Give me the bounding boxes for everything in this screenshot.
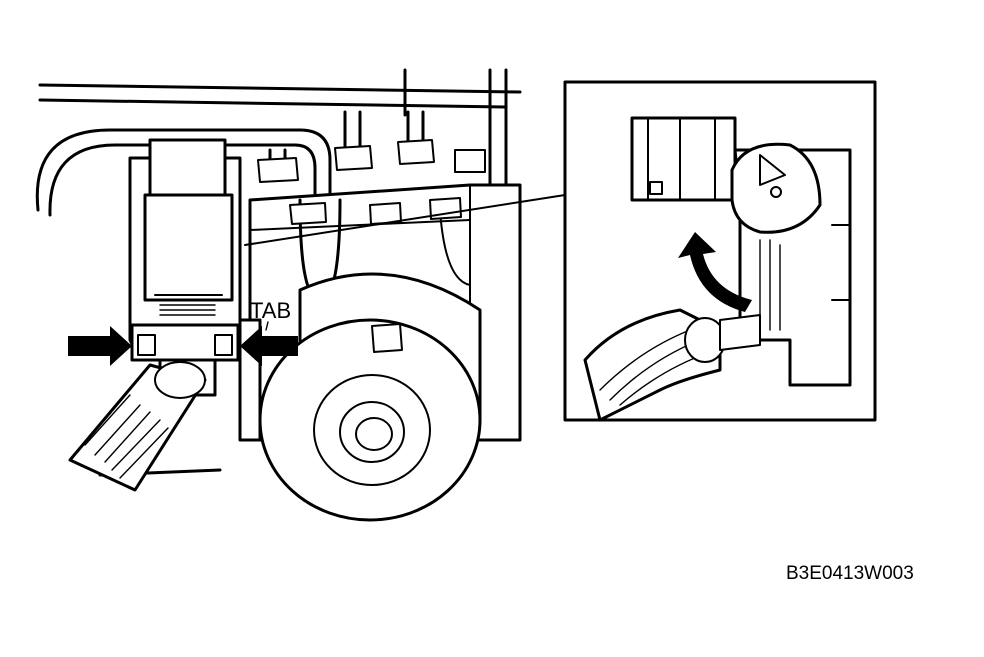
pump-motor [258,272,482,522]
right-arrow-icon [68,326,132,366]
abs-connector [128,138,242,397]
tab-pointer [265,321,269,331]
figure-code: B3E0413W003 [786,563,914,584]
callout-leader [244,194,566,246]
wire-harness [68,361,207,492]
left-arrow-icon [240,326,298,366]
tab-label: TAB [250,298,292,323]
detail-inset [563,80,877,422]
curved-arrow-icon [678,232,752,312]
